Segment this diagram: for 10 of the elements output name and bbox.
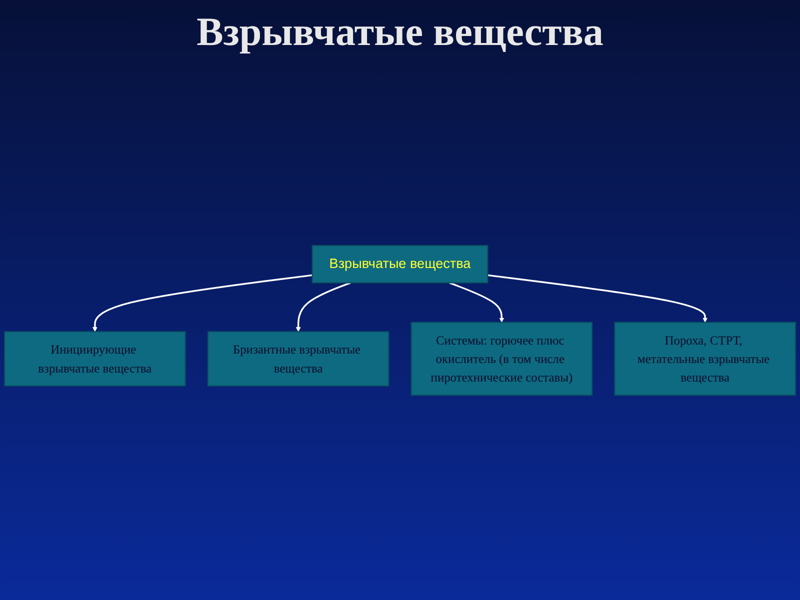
slide-title: Взрывчатые вещества: [196, 8, 604, 55]
arrow: [449, 282, 504, 322]
node-box: Бризантные взрывчатые вещества: [207, 330, 390, 386]
node-box: Инициирующие взрывчатые вещества: [4, 330, 186, 386]
arrow: [488, 274, 708, 322]
arrow: [296, 282, 351, 332]
arrow: [92, 274, 312, 332]
node-box: Пороха, СТРТ, метательные взрывчатые вещества: [614, 321, 796, 396]
node-box: Системы: горючее плюс окислитель (в том числе пиротехнические составы): [410, 321, 593, 396]
node-box: Взрывчатые вещества: [312, 244, 488, 283]
